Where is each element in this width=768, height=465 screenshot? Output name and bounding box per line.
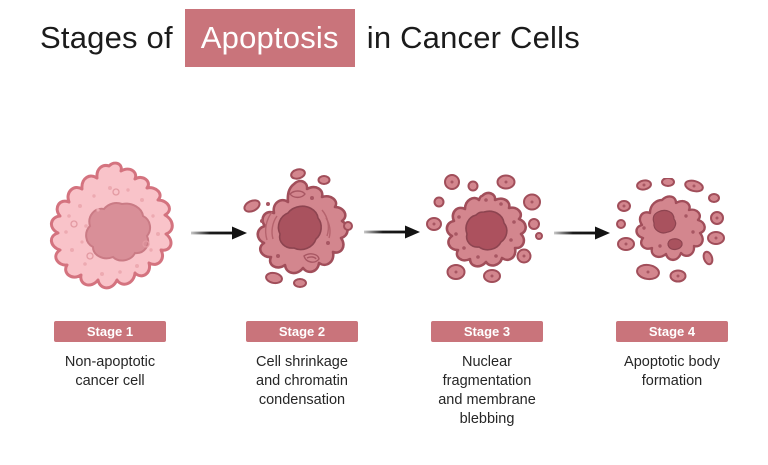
organelle-outlines bbox=[289, 190, 320, 263]
stage-2-cell-icon bbox=[243, 168, 353, 288]
stage-4-cell-icon bbox=[616, 178, 725, 283]
stage-2-badge: Stage 2 bbox=[246, 321, 358, 342]
bleb-dots bbox=[432, 180, 534, 278]
title-highlight-box: Apoptosis bbox=[184, 9, 355, 67]
apoptotic-body-dots bbox=[622, 183, 719, 278]
fragmenting-nucleus bbox=[465, 210, 508, 251]
cytoplasm-rings bbox=[70, 188, 150, 260]
arrow-right-icon bbox=[364, 225, 420, 239]
cytoplasm-dots bbox=[642, 214, 695, 248]
cytoplasm-dots bbox=[454, 198, 516, 259]
stage-4-column: Stage 4 Apoptotic body formation bbox=[582, 321, 762, 391]
arrow-right-icon bbox=[191, 226, 247, 240]
arrow-right-icon bbox=[554, 226, 610, 240]
title-suffix: in Cancer Cells bbox=[366, 20, 580, 55]
stage-3-column: Stage 3 Nuclear fragmentation and membra… bbox=[397, 321, 577, 429]
nucleus-fragment-large bbox=[652, 209, 677, 234]
nucleus-fragment-small bbox=[667, 238, 683, 251]
stage-1-column: Stage 1 Non-apoptotic cancer cell bbox=[20, 321, 200, 391]
stage-2-column: Stage 2 Cell shrinkage and chromatin con… bbox=[212, 321, 392, 410]
title-prefix: Stages of bbox=[40, 20, 173, 55]
page-title: Stages of Apoptosis in Cancer Cells bbox=[40, 9, 580, 67]
membrane-blebs bbox=[243, 168, 353, 288]
condensed-nucleus bbox=[277, 205, 322, 251]
stage-1-badge: Stage 1 bbox=[54, 321, 166, 342]
stage-4-badge: Stage 4 bbox=[616, 321, 728, 342]
cytoplasm-speckles bbox=[64, 186, 160, 276]
stage-4-description: Apoptotic body formation bbox=[624, 354, 720, 389]
endoplasmic-ring-lines bbox=[264, 209, 331, 241]
cytoplasm-dots bbox=[260, 196, 330, 258]
stage-1-description: Non-apoptotic cancer cell bbox=[64, 354, 156, 389]
cell-nucleus bbox=[85, 202, 152, 262]
stage-3-description: Nuclear fragmentation and membrane blebb… bbox=[438, 354, 536, 427]
stage-3-cell-icon bbox=[426, 174, 543, 283]
stage-1-cell-icon bbox=[50, 161, 174, 290]
stage-2-description: Cell shrinkage and chromatin condensatio… bbox=[256, 354, 348, 408]
stage-3-badge: Stage 3 bbox=[431, 321, 543, 342]
